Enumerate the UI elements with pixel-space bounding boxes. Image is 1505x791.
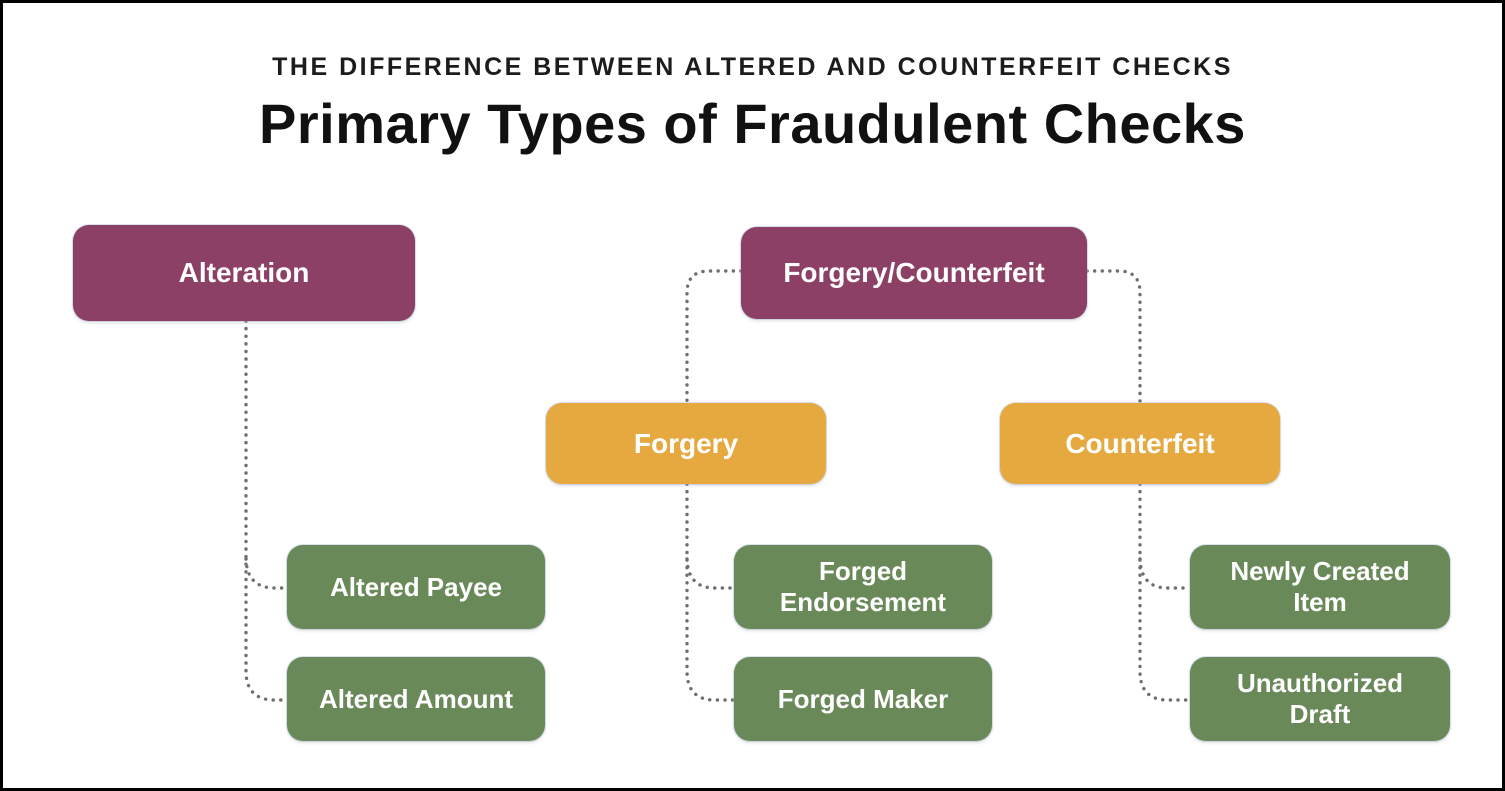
node-forgery-counterfeit-label: Forgery/Counterfeit xyxy=(783,257,1045,289)
node-unauthorized-draft: Unauthorized Draft xyxy=(1190,657,1450,741)
node-altered-amount-label: Altered Amount xyxy=(318,683,514,714)
node-forged-endorsement: Forged Endorsement xyxy=(734,545,992,629)
diagram-subtitle: THE DIFFERENCE BETWEEN ALTERED AND COUNT… xyxy=(272,53,1233,81)
node-unauthorized-draft-label: Unauthorized Draft xyxy=(1236,668,1404,729)
connector-counterfeit-to-unauthorized-draft xyxy=(1138,482,1192,702)
connector-fc-to-forgery xyxy=(685,269,743,405)
node-forged-maker: Forged Maker xyxy=(734,657,992,741)
node-counterfeit: Counterfeit xyxy=(1000,403,1280,484)
node-forgery-label: Forgery xyxy=(633,427,739,459)
node-altered-payee: Altered Payee xyxy=(287,545,545,629)
node-forged-endorsement-label: Forged Endorsement xyxy=(779,556,947,617)
node-forged-maker-label: Forged Maker xyxy=(777,683,949,714)
connector-counterfeit-to-newly-created-item xyxy=(1138,557,1192,590)
node-alteration-label: Alteration xyxy=(178,257,310,289)
node-forgery: Forgery xyxy=(546,403,826,484)
node-newly-created-item: Newly Created Item xyxy=(1190,545,1450,629)
node-forgery-counterfeit: Forgery/Counterfeit xyxy=(741,227,1087,319)
connector-alteration-to-altered-amount xyxy=(244,319,289,702)
connector-alteration-to-altered-payee xyxy=(244,557,289,590)
page-title: Primary Types of Fraudulent Checks xyxy=(259,92,1246,155)
node-counterfeit-label: Counterfeit xyxy=(1065,427,1215,459)
node-newly-created-item-label: Newly Created Item xyxy=(1230,556,1410,617)
node-altered-amount: Altered Amount xyxy=(287,657,545,741)
node-alteration: Alteration xyxy=(73,225,415,321)
connector-forgery-to-forged-maker xyxy=(685,482,736,702)
connector-fc-to-counterfeit xyxy=(1085,269,1142,405)
node-altered-payee-label: Altered Payee xyxy=(330,571,502,602)
connector-forgery-to-forged-endorsement xyxy=(685,557,736,590)
